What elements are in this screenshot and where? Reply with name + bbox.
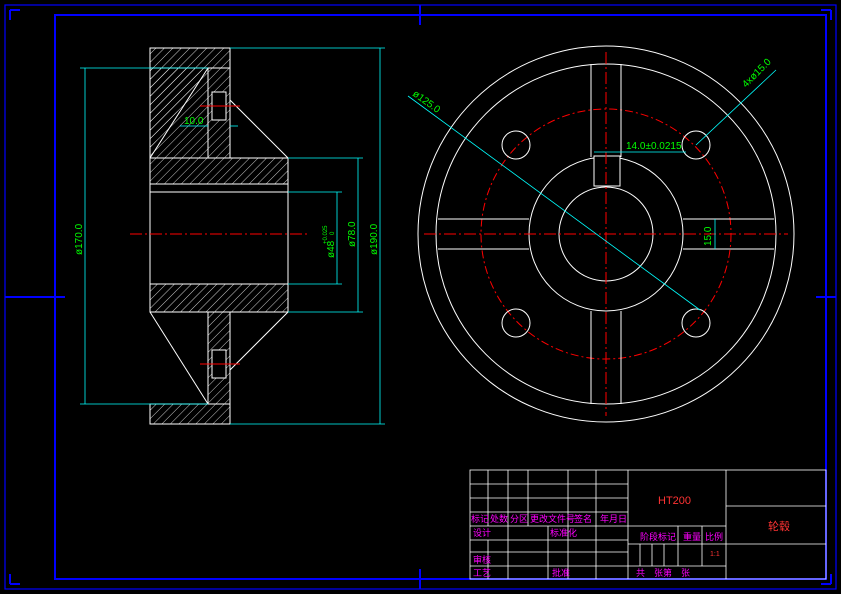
tb-label-design: 设计 [473,527,491,538]
tb-label-process: 工艺 [473,568,491,578]
tb-label-standardize: 标准化 [550,527,577,538]
tb-label-sheets: 共 张第 张 [636,567,690,578]
dim-bore-dia-48: ø48 [326,240,337,258]
sheet-border [4,4,837,590]
tb-label-signature: 签名 [574,513,592,524]
tb-label-date: 年月日 [600,513,627,524]
dim-overall-dia-170: ø170.0 [74,223,85,255]
tb-scale-value: 1:1 [710,551,720,558]
tb-label-weight: 重量 [683,531,701,542]
dim-keyway-width: 14.0±0.0215 [626,141,682,152]
tb-label-check: 审核 [473,554,491,565]
dim-pcd-125: ø125.0 [410,89,442,116]
tb-label-count: 处数 [490,513,508,524]
tb-label-change-doc: 更改文件号 [530,513,575,524]
title-block-material: HT200 [658,495,691,507]
section-view [130,47,310,425]
front-dimensions [407,69,777,311]
tb-label-mark: 标记 [471,513,489,524]
tb-label-zone: 分区 [510,514,528,524]
dim-holes-4x15: 4xø15.0 [740,56,774,90]
dim-bore-dia-78: ø78.0 [347,221,358,247]
section-dimensions [80,47,385,425]
tb-label-stage-mark: 阶段标记 [640,531,676,542]
dim-bore-tolerance-base: 0 [330,231,336,235]
tb-label-approve: 批准 [552,567,570,578]
title-block-part-name: 轮毂 [768,519,790,533]
tb-label-scale: 比例 [705,531,723,542]
dim-bore-tolerance: +0.025 [323,225,329,244]
dim-hub-dia-190: ø190.0 [369,223,380,255]
title-block [469,469,827,580]
front-view [417,45,795,423]
dim-web-thickness: 10.0 [184,116,204,127]
dim-keyway-depth: 15.0 [703,226,714,246]
